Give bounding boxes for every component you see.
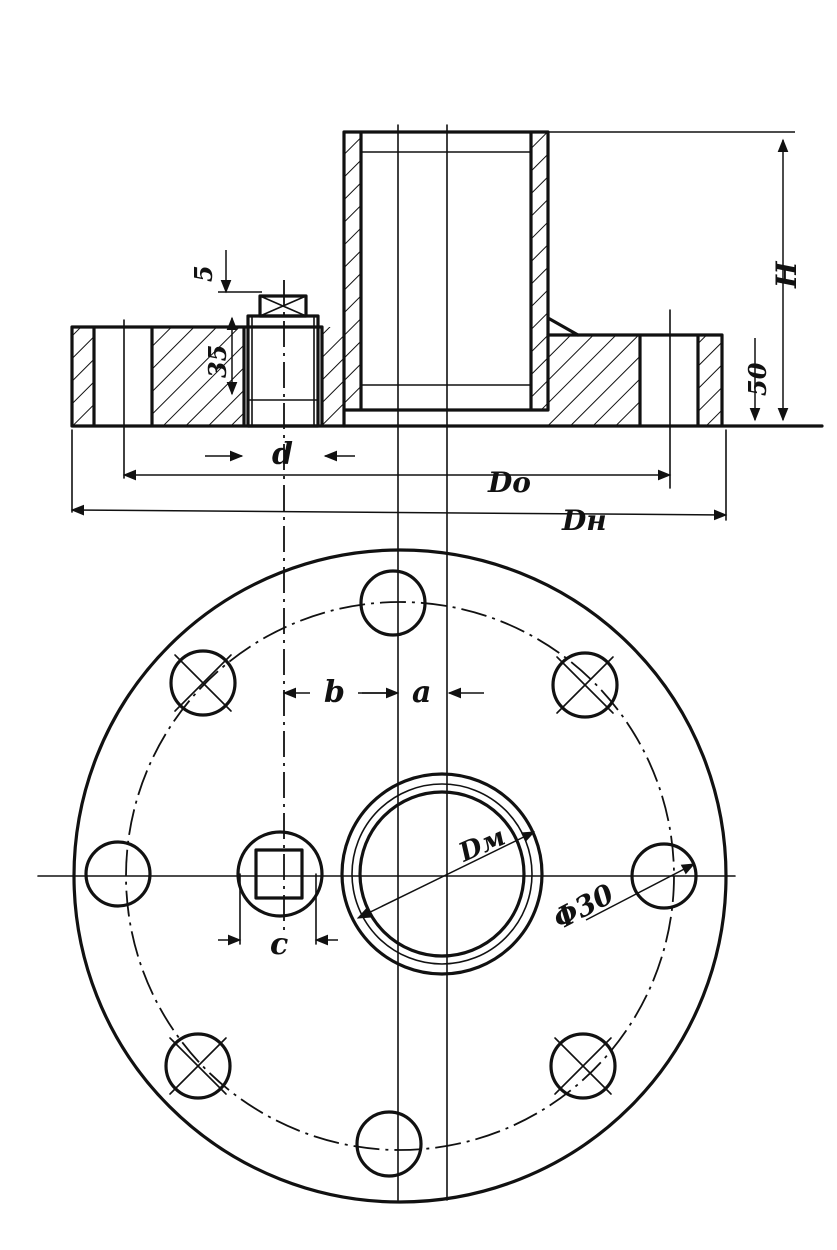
- bolt-hole-upper-left: [169, 649, 237, 717]
- bolt-hole-left: [84, 840, 152, 908]
- flange-mid-hatch: [322, 327, 344, 426]
- label-a: a: [412, 675, 431, 710]
- bolt-hole-lower-right: [549, 1032, 617, 1100]
- label-h: H: [770, 260, 803, 289]
- label-b: b: [324, 675, 345, 710]
- section-view: 5 35 50 H d Dо Dн: [70, 124, 824, 1201]
- label-phi30: Φ30: [548, 877, 620, 936]
- label-d: d: [272, 437, 293, 472]
- nozzle-left-wall: [344, 132, 361, 410]
- nozzle-mid-ring: [351, 783, 533, 965]
- bolt-hole-right: [630, 842, 698, 910]
- bolt-hole-top: [359, 569, 427, 637]
- plug-cap-cross: [259, 295, 307, 317]
- dm-leader: [356, 831, 536, 919]
- nozzle-outer-ring: [340, 772, 544, 976]
- plug-lines: [247, 315, 319, 427]
- flange-outline: [70, 325, 824, 428]
- plug-circle: [236, 830, 324, 918]
- label-5: 5: [189, 265, 218, 282]
- flange-right-inner-hatch: [548, 335, 640, 426]
- label-50: 50: [743, 362, 772, 396]
- bolt-hole-bottom: [355, 1110, 423, 1178]
- label-dh: Dн: [561, 504, 607, 537]
- label-dm: Dм: [454, 822, 510, 869]
- flange-left-outer-hatch: [72, 327, 94, 426]
- label-do: Dо: [487, 466, 531, 499]
- plan-view: b a c Dм Φ30: [37, 548, 736, 1204]
- nozzle-inner-lines: [343, 151, 549, 427]
- label-c: c: [270, 927, 288, 962]
- nozzle-inner-ring: [358, 790, 526, 958]
- plug-body: [246, 314, 320, 428]
- plug-square: [254, 848, 304, 900]
- flange-right-outer-hatch: [698, 335, 722, 426]
- phi30-leader: [585, 863, 696, 921]
- bolt-hole-lower-left: [164, 1032, 232, 1100]
- bolt-hole-upper-right: [551, 651, 619, 719]
- nozzle-right-wall: [531, 132, 548, 410]
- label-35: 35: [203, 345, 232, 378]
- plug-cap: [258, 294, 308, 318]
